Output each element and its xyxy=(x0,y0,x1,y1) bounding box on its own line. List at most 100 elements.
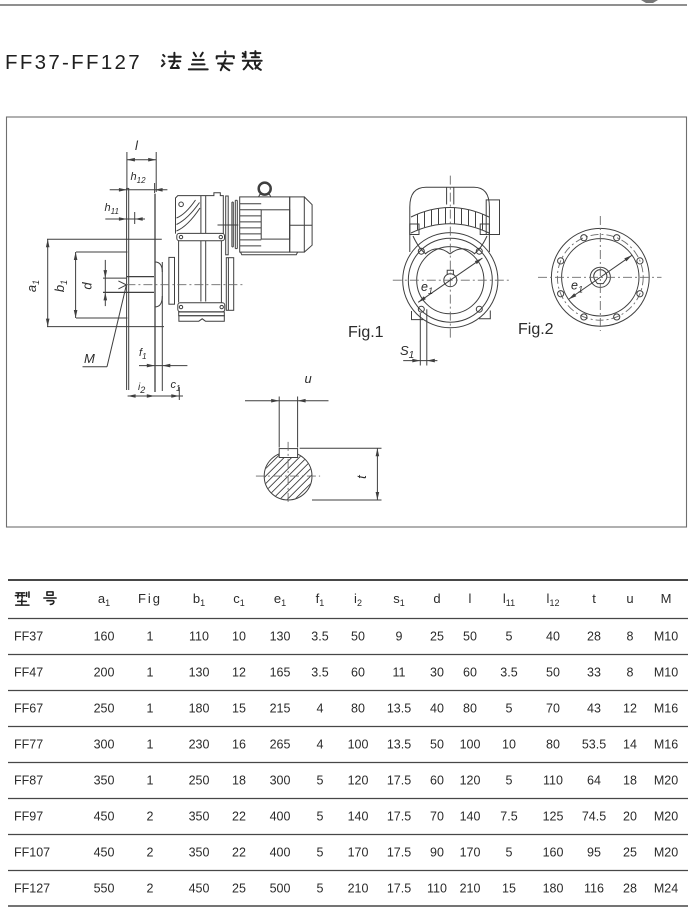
svg-text:160: 160 xyxy=(543,846,564,860)
svg-text:250: 250 xyxy=(189,774,210,788)
svg-text:130: 130 xyxy=(189,666,210,680)
svg-text:t: t xyxy=(354,474,369,479)
svg-text:11: 11 xyxy=(393,666,406,680)
svg-text:17.5: 17.5 xyxy=(387,810,411,824)
svg-text:M20: M20 xyxy=(654,810,678,824)
svg-text:Fig.1: Fig.1 xyxy=(348,324,384,341)
svg-text:h12: h12 xyxy=(131,171,147,185)
svg-text:28: 28 xyxy=(587,630,601,644)
svg-text:500: 500 xyxy=(270,882,291,896)
svg-text:5: 5 xyxy=(506,774,513,788)
svg-text:350: 350 xyxy=(94,774,115,788)
svg-text:1: 1 xyxy=(147,630,154,644)
svg-text:22: 22 xyxy=(232,846,246,860)
svg-text:40: 40 xyxy=(546,630,560,644)
svg-text:116: 116 xyxy=(584,882,604,896)
svg-text:53.5: 53.5 xyxy=(582,738,606,752)
svg-text:450: 450 xyxy=(189,882,210,896)
svg-text:3.5: 3.5 xyxy=(500,666,517,680)
svg-text:70: 70 xyxy=(430,810,444,824)
svg-text:8: 8 xyxy=(627,666,634,680)
svg-text:M: M xyxy=(661,591,672,606)
svg-text:4: 4 xyxy=(317,702,324,716)
svg-text:20: 20 xyxy=(623,810,637,824)
svg-text:h11: h11 xyxy=(105,202,119,216)
svg-text:30: 30 xyxy=(430,666,444,680)
svg-text:165: 165 xyxy=(270,666,291,680)
svg-text:125: 125 xyxy=(543,810,564,824)
svg-text:l12: l12 xyxy=(547,591,560,608)
svg-text:90: 90 xyxy=(430,846,444,860)
svg-text:d: d xyxy=(80,282,95,290)
svg-text:FF37: FF37 xyxy=(14,630,43,644)
svg-text:d: d xyxy=(433,591,440,606)
svg-text:60: 60 xyxy=(463,666,477,680)
svg-text:110: 110 xyxy=(543,774,563,788)
svg-text:210: 210 xyxy=(460,882,481,896)
svg-text:40: 40 xyxy=(430,702,444,716)
svg-text:215: 215 xyxy=(270,702,291,716)
svg-text:50: 50 xyxy=(463,630,477,644)
svg-text:5: 5 xyxy=(506,702,513,716)
svg-text:M20: M20 xyxy=(654,846,678,860)
svg-text:13.5: 13.5 xyxy=(387,738,411,752)
svg-text:b1: b1 xyxy=(52,280,69,292)
svg-text:50: 50 xyxy=(430,738,444,752)
svg-text:22: 22 xyxy=(232,810,246,824)
svg-text:28: 28 xyxy=(623,882,637,896)
svg-text:50: 50 xyxy=(351,630,365,644)
svg-text:FF47: FF47 xyxy=(14,666,43,680)
svg-text:a1: a1 xyxy=(24,280,41,292)
svg-text:17.5: 17.5 xyxy=(387,846,411,860)
svg-text:15: 15 xyxy=(232,702,246,716)
svg-text:80: 80 xyxy=(546,738,560,752)
svg-text:17.5: 17.5 xyxy=(387,774,411,788)
svg-text:25: 25 xyxy=(430,630,444,644)
svg-text:18: 18 xyxy=(232,774,246,788)
svg-text:100: 100 xyxy=(348,738,369,752)
svg-text:i2: i2 xyxy=(138,382,145,395)
svg-text:12: 12 xyxy=(232,666,246,680)
svg-text:FF67: FF67 xyxy=(14,702,43,716)
svg-text:5: 5 xyxy=(506,630,513,644)
svg-text:130: 130 xyxy=(270,630,291,644)
svg-text:350: 350 xyxy=(189,846,210,860)
svg-text:5: 5 xyxy=(317,882,324,896)
svg-text:550: 550 xyxy=(94,882,115,896)
svg-text:12: 12 xyxy=(623,702,637,716)
svg-text:FF87: FF87 xyxy=(14,774,43,788)
svg-text:15: 15 xyxy=(502,882,516,896)
svg-text:FF97: FF97 xyxy=(14,810,43,824)
svg-text:1: 1 xyxy=(147,666,154,680)
svg-text:4: 4 xyxy=(317,738,324,752)
svg-text:M16: M16 xyxy=(654,738,678,752)
svg-text:120: 120 xyxy=(460,774,481,788)
svg-text:18: 18 xyxy=(623,774,637,788)
svg-text:FF77: FF77 xyxy=(14,738,43,752)
svg-text:60: 60 xyxy=(351,666,365,680)
svg-text:3.5: 3.5 xyxy=(311,666,328,680)
svg-text:l: l xyxy=(469,591,472,606)
svg-text:80: 80 xyxy=(463,702,477,716)
svg-text:25: 25 xyxy=(623,846,637,860)
svg-text:5: 5 xyxy=(506,846,513,860)
svg-text:170: 170 xyxy=(460,846,481,860)
svg-text:450: 450 xyxy=(94,810,115,824)
svg-text:200: 200 xyxy=(94,666,115,680)
svg-text:l: l xyxy=(135,138,139,153)
svg-text:M20: M20 xyxy=(654,774,678,788)
svg-text:c1: c1 xyxy=(171,379,181,393)
svg-text:M24: M24 xyxy=(654,882,678,896)
svg-text:160: 160 xyxy=(94,630,115,644)
svg-text:l11: l11 xyxy=(503,591,515,608)
svg-text:265: 265 xyxy=(270,738,291,752)
svg-text:Fig: Fig xyxy=(138,591,162,606)
svg-text:8: 8 xyxy=(627,630,634,644)
svg-text:9: 9 xyxy=(396,630,403,644)
svg-text:f1: f1 xyxy=(316,591,325,608)
svg-text:60: 60 xyxy=(430,774,444,788)
svg-text:250: 250 xyxy=(94,702,115,716)
svg-text:25: 25 xyxy=(232,882,246,896)
svg-text:120: 120 xyxy=(348,774,369,788)
svg-text:10: 10 xyxy=(502,738,516,752)
